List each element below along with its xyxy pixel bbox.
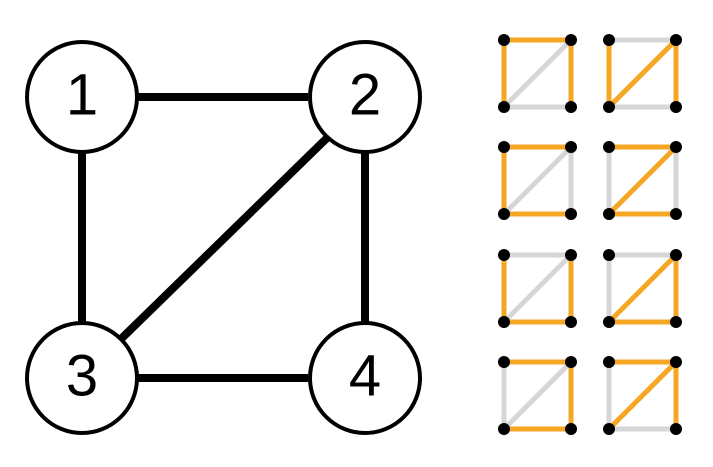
tree-3-vertex-1	[498, 141, 510, 153]
tree-2-vertex-2	[670, 34, 682, 46]
tree-8-vertex-2	[670, 356, 682, 368]
spanning-tree-3	[498, 141, 577, 220]
tree-4-vertex-2	[670, 141, 682, 153]
tree-2-vertex-4	[670, 101, 682, 113]
spanning-tree-1	[498, 34, 577, 113]
tree-1-vertex-1	[498, 34, 510, 46]
tree-6-vertex-2	[670, 249, 682, 261]
main-graph-edges	[78, 93, 369, 382]
node-3: 3	[25, 321, 139, 435]
tree-5-vertex-2	[565, 249, 577, 261]
tree-2-vertex-1	[603, 34, 615, 46]
tree-1-edge-2-3-unselected	[501, 37, 574, 110]
tree-5-vertex-1	[498, 249, 510, 261]
spanning-tree-2	[603, 34, 682, 113]
spanning-tree-7	[498, 356, 577, 435]
tree-6-vertex-4	[670, 316, 682, 328]
tree-5-edge-2-3-unselected	[501, 252, 574, 325]
node-2: 2	[308, 40, 422, 154]
tree-7-edge-2-3-unselected	[501, 359, 574, 432]
tree-6-vertex-1	[603, 249, 615, 261]
node-label-3: 3	[66, 343, 98, 408]
main-graph-nodes: 1 2 3 4	[25, 40, 422, 435]
tree-4-vertex-4	[670, 208, 682, 220]
tree-3-vertex-2	[565, 141, 577, 153]
tree-4-vertex-3	[603, 208, 615, 220]
tree-3-vertex-3	[498, 208, 510, 220]
tree-3-edge-2-3-unselected	[501, 144, 574, 217]
tree-1-vertex-4	[565, 101, 577, 113]
spanning-tree-6	[603, 249, 682, 328]
tree-6-vertex-3	[603, 316, 615, 328]
tree-4-edge-2-3-selected	[606, 144, 679, 217]
node-4: 4	[308, 321, 422, 435]
tree-5-vertex-3	[498, 316, 510, 328]
node-label-4: 4	[349, 343, 381, 408]
tree-2-edge-2-3-selected	[606, 37, 679, 110]
spanning-tree-5	[498, 249, 577, 328]
tree-1-vertex-2	[565, 34, 577, 46]
node-label-2: 2	[349, 62, 381, 127]
tree-2-vertex-3	[603, 101, 615, 113]
tree-8-vertex-1	[603, 356, 615, 368]
tree-6-edge-2-3-selected	[606, 252, 679, 325]
tree-7-vertex-3	[498, 423, 510, 435]
node-1: 1	[25, 40, 139, 154]
tree-7-vertex-4	[565, 423, 577, 435]
tree-7-vertex-2	[565, 356, 577, 368]
edge-2-3	[119, 134, 331, 341]
tree-3-vertex-4	[565, 208, 577, 220]
tree-8-edge-2-3-selected	[606, 359, 679, 432]
spanning-tree-8	[603, 356, 682, 435]
node-label-1: 1	[66, 62, 98, 127]
tree-1-vertex-3	[498, 101, 510, 113]
tree-4-vertex-1	[603, 141, 615, 153]
spanning-tree-4	[603, 141, 682, 220]
tree-5-vertex-4	[565, 316, 577, 328]
tree-8-vertex-3	[603, 423, 615, 435]
spanning-tree-grid	[498, 34, 682, 435]
tree-7-vertex-1	[498, 356, 510, 368]
tree-8-vertex-4	[670, 423, 682, 435]
